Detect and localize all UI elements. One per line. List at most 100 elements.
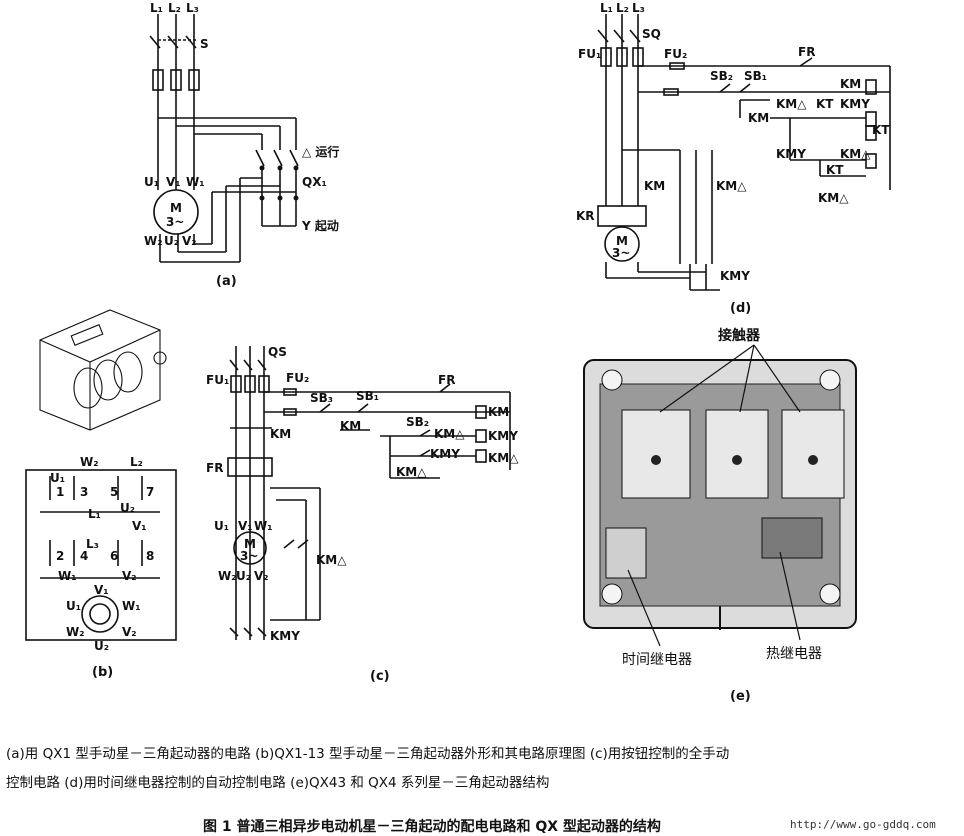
- d-coil-kmy: KMY: [840, 97, 870, 111]
- d-contact-kt2: KT: [826, 163, 844, 177]
- b-motor-v1: V₁: [94, 583, 109, 597]
- c-button-sb3: SB₃: [310, 391, 333, 405]
- b-motor-u2: U₂: [94, 639, 109, 653]
- b-terminal-v2: V₂: [122, 569, 137, 583]
- d-main-kmd: KM△: [716, 179, 747, 193]
- d-contact-kmd2: KM△: [818, 191, 849, 205]
- c-contact-kmd: KM△: [434, 427, 465, 441]
- d-motor-type: 3~: [612, 246, 630, 260]
- d-button-sb2: SB₂: [710, 69, 733, 83]
- c-main-kmd: KM△: [316, 553, 347, 567]
- a-start-label: Y 起动: [301, 218, 339, 233]
- b-motor-w2: W₂: [66, 625, 85, 639]
- c-button-sb2: SB₂: [406, 415, 429, 429]
- d-main-kmy: KMY: [720, 269, 750, 283]
- d-coil-km: KM: [840, 77, 861, 91]
- d-coil-kmd: KM△: [840, 147, 871, 161]
- e-callout-thermal-relay: 热继电器: [766, 646, 822, 662]
- d-contact-kt: KT: [816, 97, 834, 111]
- a-phase-l1: L₁: [150, 1, 163, 15]
- d-fuse-2: FU₂: [664, 47, 687, 61]
- panel-e-photo: 接触器 时间继电器 热继电器 (e): [583, 327, 857, 704]
- a-terminal-w2: W₂: [144, 234, 163, 248]
- e-callout-contactor: 接触器: [718, 327, 761, 344]
- a-switch-label: S: [200, 37, 209, 51]
- c-terminal-u1: U₁: [214, 519, 229, 533]
- b-contact-6: 6: [110, 549, 118, 563]
- b-contact-7: 7: [146, 485, 154, 499]
- b-panel-tag: (b): [92, 665, 113, 680]
- contactor-blocks: [621, 409, 845, 499]
- c-motor-name: M: [244, 537, 256, 551]
- b-contact-8: 8: [146, 549, 154, 563]
- c-coil-kmd: KM△: [488, 451, 519, 465]
- d-relay-fr: FR: [798, 45, 815, 59]
- c-terminal-w2: W₂: [218, 569, 237, 583]
- b-contact-5: 5: [110, 485, 118, 499]
- d-phase-l3: L₃: [632, 1, 645, 15]
- a-terminal-u1: U₁: [144, 175, 159, 189]
- c-button-sb1: SB₁: [356, 389, 379, 403]
- b-terminal-w1: W₁: [58, 569, 77, 583]
- a-phase-l2: L₂: [168, 1, 181, 15]
- b-terminal-l2: L₂: [130, 455, 143, 469]
- c-panel-tag: (c): [370, 669, 390, 684]
- e-panel-tag: (e): [730, 689, 751, 704]
- c-coil-kmy: KMY: [488, 429, 518, 443]
- c-contact-km: KM: [340, 419, 361, 433]
- b-motor-v2: V₂: [122, 625, 137, 639]
- b-terminal-l1: L₁: [88, 507, 101, 521]
- a-terminal-v2: V₂: [182, 234, 197, 248]
- e-callout-time-relay: 时间继电器: [622, 652, 692, 668]
- c-terminal-w1: W₁: [254, 519, 273, 533]
- b-terminal-u2: U₂: [120, 501, 135, 515]
- a-panel-tag: (a): [216, 274, 237, 289]
- c-terminal-u2: U₂: [236, 569, 251, 583]
- panel-a-diagram: L₁ L₂ L₃ S M 3~ U₁ V₁ W₁ W₂ U₂ V₂ QX₁ △ …: [144, 1, 339, 289]
- starter-housing-sketch: [39, 309, 167, 431]
- c-contact-kmy: KMY: [430, 447, 460, 461]
- c-relay-fr: FR: [206, 461, 223, 475]
- d-coil-kt: KT: [872, 123, 890, 137]
- a-contactor-label: QX₁: [302, 175, 327, 189]
- b-terminal-v1: V₁: [132, 519, 147, 533]
- b-motor-u1: U₁: [66, 599, 81, 613]
- caption-line-2: 控制电路 (d)用时间继电器控制的自动控制电路 (e)QX43 和 QX4 系列…: [6, 775, 550, 791]
- caption-line-1: (a)用 QX1 型手动星－三角起动器的电路 (b)QX1-13 型手动星－三角…: [6, 746, 730, 762]
- d-motor-name: M: [616, 234, 628, 248]
- b-contact-1: 1: [56, 485, 64, 499]
- a-run-label: △ 运行: [302, 144, 339, 159]
- d-button-sb1: SB₁: [744, 69, 767, 83]
- c-switch-qs: QS: [268, 345, 287, 359]
- c-coil-km: KM: [488, 405, 509, 419]
- b-contact-4: 4: [80, 549, 88, 563]
- figure-title: 图 1 普通三相异步电动机星－三角起动的配电电路和 QX 型起动器的结构: [203, 819, 661, 835]
- c-main-km: KM: [270, 427, 291, 441]
- c-contact-kmd2: KM△: [396, 465, 427, 479]
- c-relay-fr-ctrl: FR: [438, 373, 455, 387]
- panel-d-diagram: L₁ L₂ L₃ SQ FU₁ FU₂ FR SB₂ SB₁ KM KMY KT…: [576, 1, 891, 316]
- d-overload-kr: KR: [576, 209, 595, 223]
- a-motor-type: 3~: [166, 215, 184, 229]
- c-terminal-v2: V₂: [254, 569, 269, 583]
- panel-b-diagram: W₂ L₂ U₁ L₁ U₂ V₁ L₃ W₁ V₂ 1 2 3 4 5 6 7…: [25, 309, 177, 680]
- d-switch-label: SQ: [642, 27, 661, 41]
- d-contact-kmy: KMY: [776, 147, 806, 161]
- d-main-km: KM: [644, 179, 665, 193]
- figure-canvas: L₁ L₂ L₃ S M 3~ U₁ V₁ W₁ W₂ U₂ V₂ QX₁ △ …: [25, 1, 891, 704]
- d-phase-l2: L₂: [616, 1, 629, 15]
- a-phase-l3: L₃: [186, 1, 199, 15]
- d-panel-tag: (d): [730, 301, 751, 316]
- d-contact-kmd: KM△: [776, 97, 807, 111]
- a-motor-name: M: [170, 201, 182, 215]
- c-motor-type: 3~: [240, 549, 258, 563]
- c-terminal-v1: V₁: [238, 519, 253, 533]
- b-terminal-u1: U₁: [50, 471, 65, 485]
- d-fuse-1: FU₁: [578, 47, 601, 61]
- panel-c-diagram: QS FU₁ FU₂ SB₃ SB₁ SB₂ FR FR KM KMY KM△ …: [206, 345, 519, 684]
- c-main-kmy: KMY: [270, 629, 300, 643]
- a-terminal-u2: U₂: [164, 234, 179, 248]
- b-terminal-w2: W₂: [80, 455, 99, 469]
- a-terminal-v1: V₁: [166, 175, 181, 189]
- d-phase-l1: L₁: [600, 1, 613, 15]
